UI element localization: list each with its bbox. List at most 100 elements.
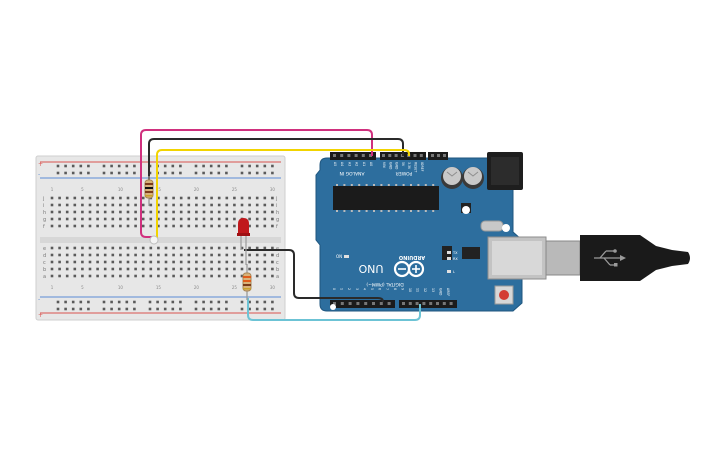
breadboard-hole	[179, 260, 183, 264]
breadboard-hole	[81, 246, 84, 250]
breadboard-hole	[87, 171, 90, 175]
breadboard-hole	[96, 203, 99, 207]
usb-connector[interactable]	[487, 236, 547, 280]
breadboard-hole	[210, 203, 213, 207]
header-pin	[354, 154, 358, 157]
column-number: 10	[118, 285, 124, 290]
usb-cable[interactable]	[545, 235, 690, 281]
wires[interactable]	[140, 129, 421, 321]
wire-black-top[interactable]	[148, 138, 404, 180]
breadboard-hole	[117, 300, 121, 304]
pin-label: 10	[408, 288, 412, 292]
header-pin	[437, 154, 440, 157]
top-rail-minus-left: -	[38, 171, 40, 178]
breadboard-hole	[149, 253, 153, 257]
resistor-2[interactable]	[242, 264, 252, 300]
wire-magenta[interactable]	[140, 129, 373, 238]
wire-yellow[interactable]	[156, 149, 410, 238]
breadboard-hole	[195, 224, 198, 228]
breadboard-hole	[164, 260, 168, 264]
pin-label: 5	[370, 288, 374, 290]
breadboard-hole	[88, 260, 92, 264]
on-led	[344, 255, 349, 258]
pin-label: 3.3V	[407, 162, 411, 170]
breadboard-hole	[81, 274, 84, 278]
breadboard-hole	[111, 196, 115, 200]
header-pin	[372, 302, 375, 305]
breadboard-hole	[157, 274, 160, 278]
row-letter: a	[276, 274, 279, 280]
digital-header-high[interactable]	[399, 300, 457, 308]
breadboard-hole	[202, 253, 206, 257]
breadboard-hole	[171, 164, 175, 168]
breadboard-hole	[217, 274, 221, 278]
breadboard-hole	[164, 224, 168, 228]
breadboard-hole	[210, 260, 213, 264]
breadboard-hole	[65, 203, 69, 207]
breadboard-hole	[271, 203, 274, 207]
photoresistor[interactable]	[149, 235, 159, 245]
breadboard-hole	[157, 217, 160, 221]
breadboard-hole	[263, 307, 267, 311]
breadboard-hole	[209, 164, 213, 168]
led[interactable]	[237, 218, 250, 265]
breadboard-hole	[102, 171, 106, 175]
breadboard-hole	[73, 253, 77, 257]
row-letter: g	[43, 217, 46, 223]
resistor-1[interactable]	[144, 176, 154, 206]
breadboard-hole	[163, 171, 167, 175]
breadboard-hole	[149, 210, 153, 214]
breadboard-hole	[248, 210, 251, 214]
breadboard-hole	[217, 300, 221, 304]
mounting-hole	[462, 206, 470, 214]
pin-label: 4	[362, 288, 366, 290]
breadboard-hole	[171, 307, 175, 311]
breadboard-hole	[103, 267, 107, 271]
breadboard-hole	[81, 253, 84, 257]
breadboard-hole	[164, 217, 168, 221]
header-pin	[333, 302, 336, 305]
breadboard-hole	[103, 224, 107, 228]
row-letter: d	[43, 253, 46, 259]
breadboard-hole	[240, 267, 244, 271]
analog-header[interactable]	[330, 152, 376, 160]
breadboard-hole	[255, 224, 259, 228]
breadboard-hole	[202, 164, 205, 168]
breadboard-hole	[156, 300, 159, 304]
breadboard-hole	[73, 210, 77, 214]
breadboard-hole	[163, 164, 167, 168]
breadboard-hole	[217, 217, 221, 221]
capacitor-right	[462, 167, 484, 189]
breadboard-hole	[58, 203, 61, 207]
breadboard-hole	[233, 267, 236, 271]
chip-pin	[395, 210, 398, 212]
header-pin	[422, 302, 426, 305]
breadboard-hole	[187, 274, 191, 278]
breadboard-hole	[210, 274, 213, 278]
breadboard-hole	[102, 300, 106, 304]
reset-button-cap[interactable]	[499, 290, 509, 300]
breadboard-hole	[81, 267, 84, 271]
breadboard-hole	[50, 196, 54, 200]
column-number: 25	[232, 285, 238, 290]
wire-black-bottom[interactable]	[244, 249, 384, 303]
breadboard-hole	[217, 203, 221, 207]
breadboard-hole	[111, 267, 115, 271]
breadboard-hole	[149, 203, 153, 207]
digital-header-low[interactable]	[330, 300, 395, 308]
breadboard-hole	[263, 246, 267, 250]
breadboard-hole	[119, 253, 122, 257]
wire-cyan[interactable]	[247, 298, 421, 321]
breadboard-hole	[172, 210, 175, 214]
breadboard-hole	[96, 267, 99, 271]
breadboard-hole	[96, 274, 99, 278]
chip-pin	[358, 184, 361, 186]
breadboard-hole	[149, 217, 153, 221]
header-pin	[419, 154, 423, 157]
header-pin	[333, 154, 336, 157]
breadboard-hole	[263, 217, 267, 221]
